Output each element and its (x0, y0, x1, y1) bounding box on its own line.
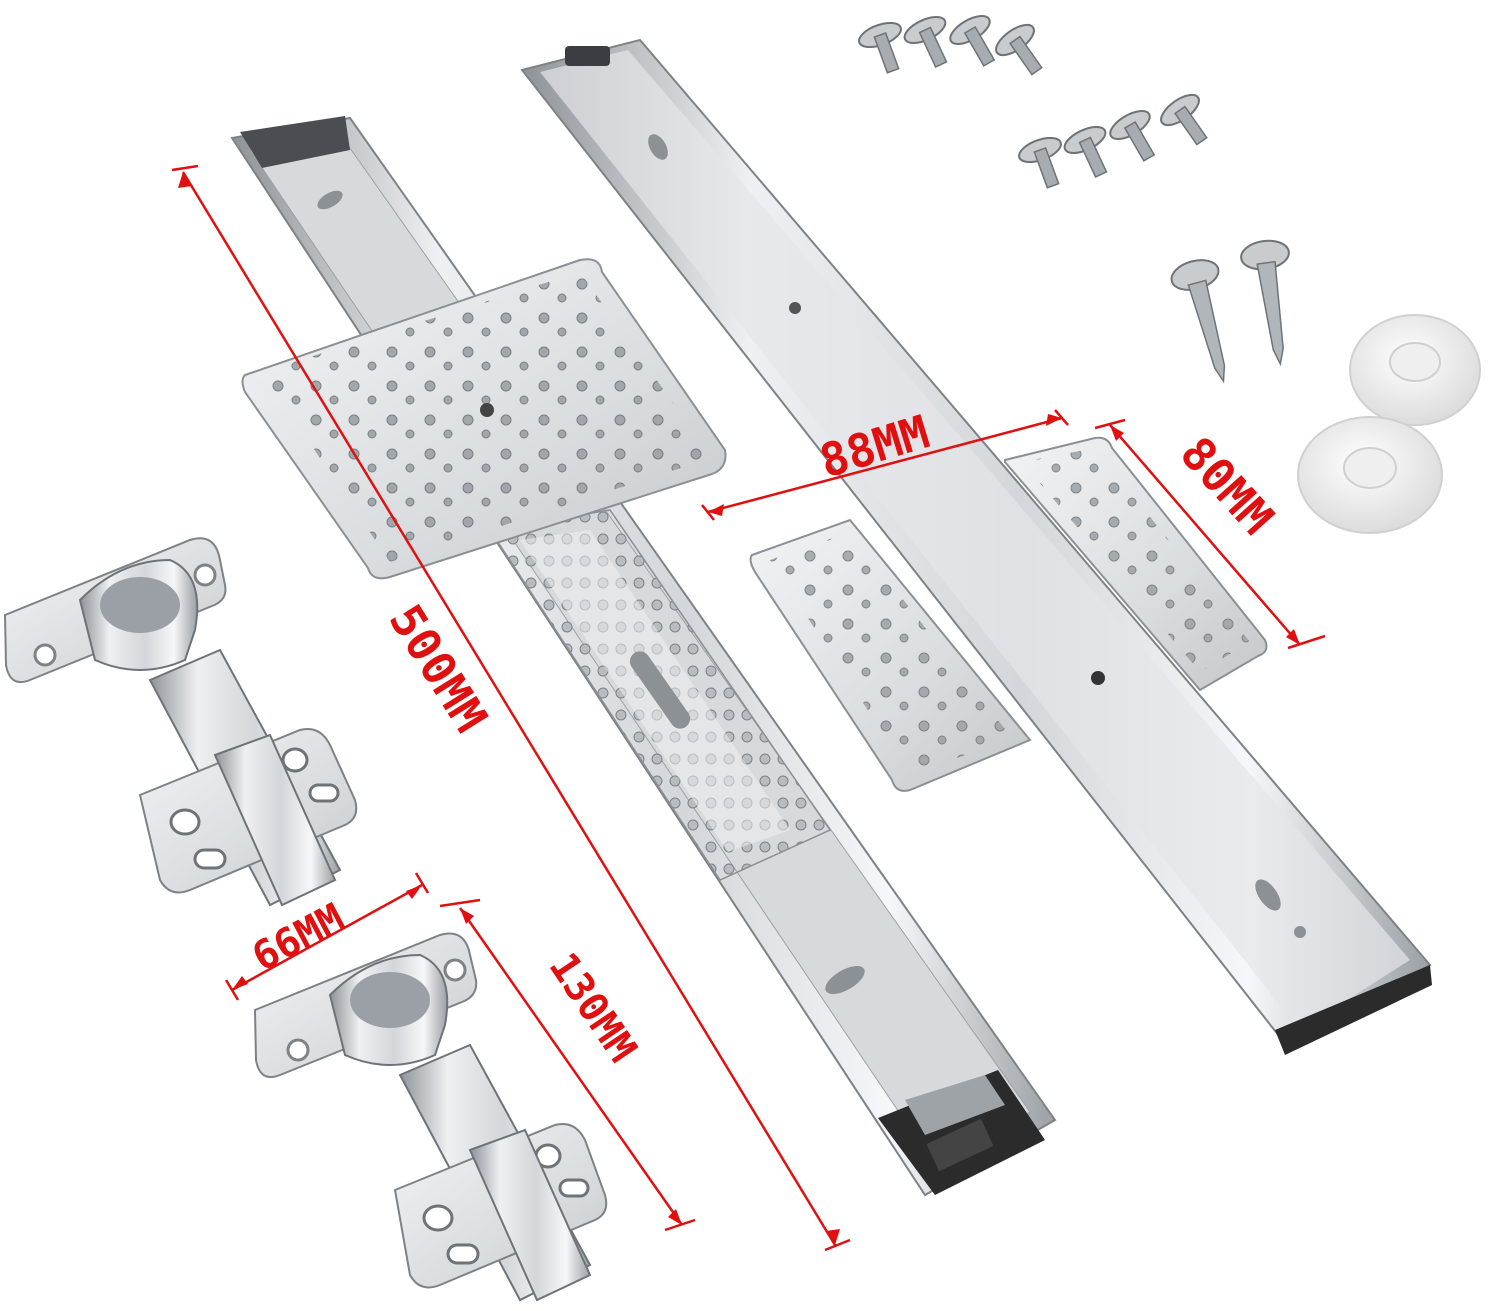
label-80mm: 80MM (1170, 426, 1284, 544)
dimension-lines (171, 164, 1326, 1252)
cabinet-hinge-upper (3, 537, 358, 907)
mounting-plate-small (749, 436, 1268, 792)
label-66mm: 66MM (245, 895, 352, 981)
label-500mm: 500MM (379, 595, 498, 741)
mounting-plate-large (241, 258, 727, 580)
slide-release-latch (878, 1070, 1045, 1195)
self-tapping-screws (1170, 239, 1290, 384)
nylon-washer-2 (1297, 416, 1443, 534)
nylon-washer-1 (1349, 314, 1481, 426)
cabinet-hinge-lower (253, 932, 608, 1302)
drawer-slide-right (520, 38, 1432, 1055)
flat-head-screws-top (858, 15, 1043, 76)
label-130mm: 130MM (540, 945, 645, 1071)
flat-head-screws-middle (1018, 93, 1208, 189)
